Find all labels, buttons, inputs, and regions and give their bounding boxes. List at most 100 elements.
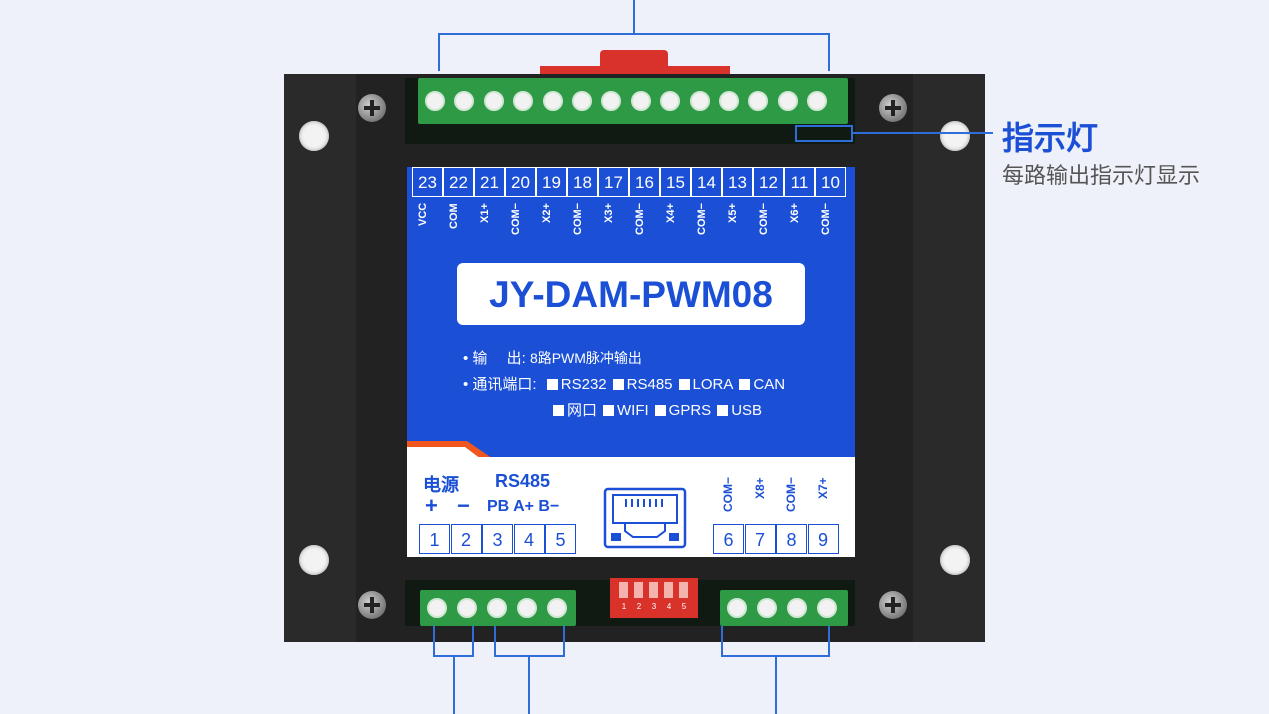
top-pin-signal: COM− <box>758 203 770 236</box>
top-pin-number: 14 <box>691 167 722 197</box>
top-pin-number: 22 <box>443 167 474 197</box>
terminal-screw-icon <box>719 91 739 111</box>
bottom-callout-power-stem <box>453 655 455 714</box>
terminal-screw-icon <box>807 91 828 111</box>
checkbox-square-icon <box>603 405 615 416</box>
model-name: JY-DAM-PWM08 <box>457 263 805 325</box>
indicator-callout-line <box>853 132 993 134</box>
mount-hole-bottom-left <box>299 545 329 575</box>
screw-icon <box>358 94 386 122</box>
comm-option: 网口 <box>567 402 598 419</box>
dip-switch-lever[interactable] <box>664 582 673 598</box>
terminal-screw-icon <box>427 598 447 618</box>
comm-option: USB <box>731 402 763 419</box>
dip-switch-number: 1 <box>621 602 627 611</box>
terminal-screw-icon <box>787 598 807 618</box>
comm-option: LORA <box>692 376 734 393</box>
top-pin-number: 23 <box>412 167 443 197</box>
terminal-screw-icon <box>457 598 477 618</box>
indicator-callout-title: 指示灯 <box>1002 120 1099 156</box>
top-pin-signal: X2+ <box>541 203 553 223</box>
dip-switch-number: 5 <box>681 602 687 611</box>
comm-option: RS485 <box>626 376 673 393</box>
bottom-pin-signal: COM− <box>784 477 798 513</box>
dip-switch-lever[interactable] <box>619 582 628 598</box>
top-pin-number: 12 <box>753 167 784 197</box>
dip-switch-number: 3 <box>651 602 657 611</box>
top-pin-signal: X5+ <box>727 203 739 223</box>
top-pin-signal: COM− <box>572 203 584 236</box>
terminal-screw-icon <box>542 91 563 111</box>
bottom-pin-number: 8 <box>776 524 807 554</box>
bottom-pin-signal: COM− <box>721 477 735 513</box>
power-minus: − <box>457 493 470 518</box>
top-pin-signal: COM− <box>696 203 708 236</box>
indicator-callout-subtitle: 每路输出指示灯显示 <box>1002 163 1201 188</box>
dip-switch-lever[interactable] <box>649 582 658 598</box>
bottom-pin-number: 5 <box>545 524 576 554</box>
rs485-title: RS485 <box>495 471 551 491</box>
top-pin-signal: COM− <box>820 203 832 236</box>
ethernet-port-icon <box>603 487 687 549</box>
bottom-pin-number: 9 <box>807 524 839 554</box>
terminal-screw-icon <box>689 91 710 111</box>
top-callout-line-vertical <box>633 0 635 34</box>
terminal-screw-icon <box>727 598 747 618</box>
led-indicator <box>795 125 853 142</box>
bottom-callout-rs485 <box>494 626 496 656</box>
bottom-callout-power-2 <box>472 626 474 656</box>
bottom-callout-out-2 <box>828 626 830 656</box>
top-pin-number: 16 <box>629 167 660 197</box>
top-pin-signal: COM− <box>634 203 646 236</box>
bottom-pin-number: 3 <box>482 524 513 554</box>
mount-hole-bottom-right <box>940 545 970 575</box>
terminal-screw-icon <box>748 91 769 111</box>
comm-option: GPRS <box>668 402 712 419</box>
dip-switch-number: 4 <box>666 602 672 611</box>
checkbox-square-icon <box>717 405 729 416</box>
terminal-screw-icon <box>454 91 475 111</box>
bottom-pin-signal: X8+ <box>752 477 767 499</box>
bottom-callout-out-stem <box>775 655 777 714</box>
checkbox-square-icon <box>612 379 624 390</box>
bottom-pin-number: 2 <box>450 524 482 554</box>
top-pin-number: 11 <box>784 167 815 197</box>
spec-comm-label: • 通讯端口: <box>463 376 537 393</box>
bottom-pin-number: 7 <box>744 524 776 554</box>
terminal-screw-icon <box>660 91 681 111</box>
screw-icon <box>879 94 907 122</box>
top-pin-signal: X1+ <box>479 203 491 223</box>
top-pin-signal: X3+ <box>603 203 615 223</box>
bottom-pin-signal: X7+ <box>815 477 830 499</box>
top-pin-number: 13 <box>722 167 753 197</box>
terminal-screw-icon <box>517 598 537 618</box>
terminal-screw-icon <box>757 598 777 618</box>
bottom-callout-rs485-stem <box>528 655 530 714</box>
dip-switch-lever[interactable] <box>634 582 643 598</box>
terminal-screw-icon <box>817 598 837 618</box>
terminal-screw-icon <box>513 91 534 111</box>
terminal-screw-icon <box>777 91 798 111</box>
terminal-screw-icon <box>425 91 445 111</box>
checkbox-square-icon <box>546 379 558 390</box>
screw-icon <box>879 591 907 619</box>
top-bracket-right-leg <box>828 33 830 71</box>
power-title: 电源 <box>423 475 459 495</box>
top-release-clip-tab <box>600 50 668 72</box>
top-pin-signal: VCC <box>417 203 429 227</box>
top-pin-number: 21 <box>474 167 505 197</box>
top-pin-signal: X4+ <box>665 203 677 223</box>
checkbox-square-icon <box>553 405 564 416</box>
dip-switch-lever[interactable] <box>679 582 688 598</box>
dip-switch-number: 2 <box>636 602 642 611</box>
checkbox-square-icon <box>739 379 751 390</box>
terminal-screw-icon <box>547 598 567 618</box>
bottom-pin-number: 6 <box>713 524 744 554</box>
